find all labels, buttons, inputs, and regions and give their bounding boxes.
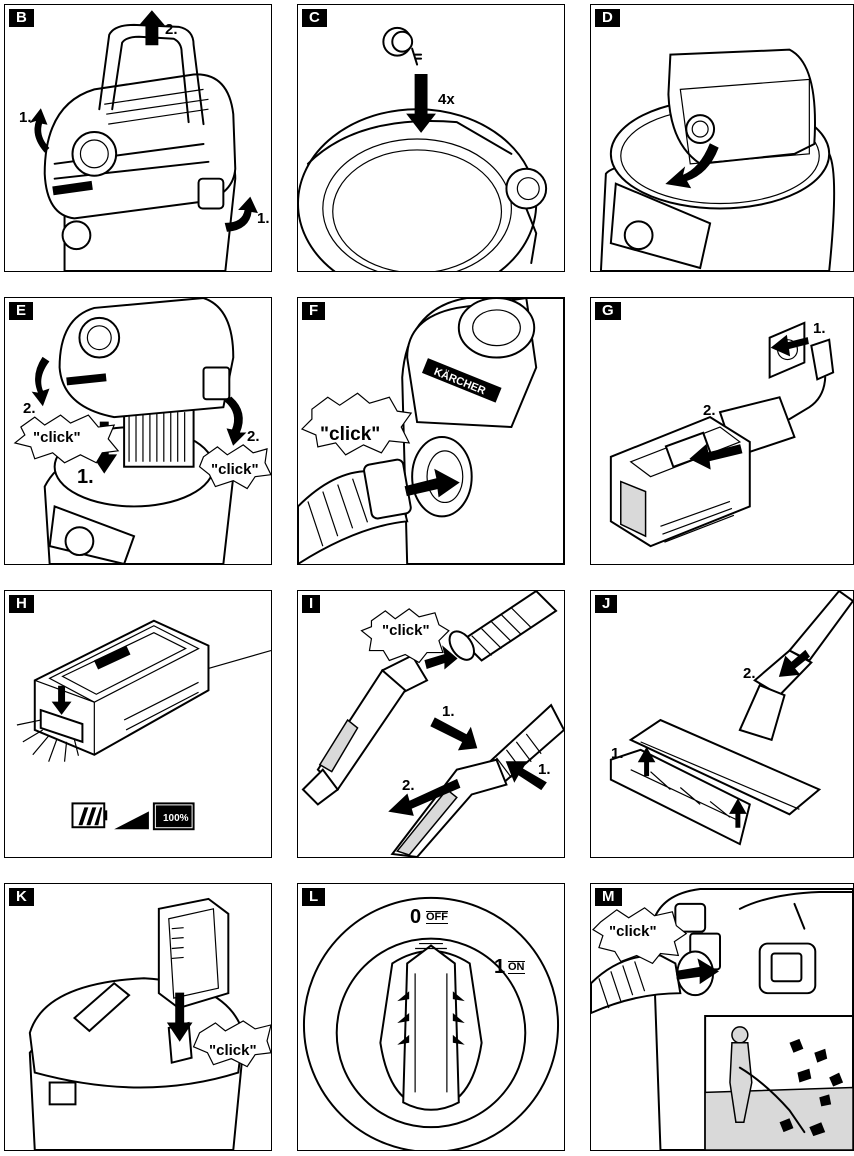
- filter-head-attach-illustration: [13, 298, 271, 564]
- panel-label: H: [9, 595, 34, 613]
- repeat-count-label: 4x: [438, 91, 455, 108]
- step-1-label: 1.: [611, 745, 624, 762]
- panel-b: B 1. 2. 1.: [4, 4, 272, 272]
- click-left-label: "click": [33, 429, 81, 446]
- step-2-label: 2.: [703, 402, 716, 419]
- step-1-upper-label: 1.: [442, 703, 455, 720]
- battery-status-illustration: [16, 619, 271, 831]
- switch-on-text: ON: [508, 961, 525, 974]
- panel-f: F KÄRCHER "click": [297, 297, 565, 565]
- step-2-left-label: 2.: [23, 400, 36, 417]
- panel-label: L: [302, 888, 326, 906]
- step-1-left-label: 1.: [19, 109, 32, 126]
- step-1-label: 1.: [813, 320, 826, 337]
- panel-label: M: [595, 888, 622, 906]
- battery-level-label: 100%: [163, 813, 189, 824]
- click-label: "click": [209, 1042, 257, 1059]
- switch-off-number: 0: [410, 906, 422, 928]
- panel-label: J: [595, 595, 618, 613]
- step-2-right-label: 2.: [247, 428, 260, 445]
- step-1-right-label: 1.: [257, 210, 270, 227]
- panel-m: M "click": [590, 883, 854, 1151]
- panel-label: E: [9, 302, 34, 320]
- step-2-label: 2.: [402, 777, 415, 794]
- panel-label: I: [302, 595, 321, 613]
- panel-k: K "click": [4, 883, 272, 1151]
- click-right-label: "click": [211, 461, 259, 478]
- panel-label: B: [9, 9, 34, 27]
- click-label: "click": [320, 424, 381, 445]
- power-switch-illustration: [303, 896, 559, 1150]
- panel-c: C 4x: [297, 4, 565, 272]
- hose-attach-and-usage-illustration: [591, 887, 853, 1150]
- switch-on-number: 1: [494, 956, 506, 978]
- panel-e: E 2. "click" 1. 2. "click": [4, 297, 272, 565]
- click-label: "click": [382, 622, 430, 639]
- panel-g: G 1. 2.: [590, 297, 854, 565]
- panel-l: L 0 OFF 1 ON: [297, 883, 565, 1151]
- panel-d: D: [590, 4, 854, 272]
- battery-insert-illustration: [28, 897, 271, 1150]
- float-valve-illustration: [298, 26, 548, 271]
- vacuum-lid-removal-illustration: [29, 10, 258, 271]
- panel-j: J 2. 1.: [590, 590, 854, 858]
- panel-label: C: [302, 9, 327, 27]
- step-1-label: 1.: [77, 466, 94, 488]
- switch-off-text: OFF: [426, 911, 448, 924]
- panel-label: F: [302, 302, 326, 320]
- step-2-label: 2.: [165, 21, 178, 38]
- battery-charging-illustration: [609, 321, 835, 548]
- filter-bag-insert-illustration: [599, 48, 836, 271]
- click-label: "click": [609, 923, 657, 940]
- panel-label: G: [595, 302, 621, 320]
- step-2-label: 2.: [743, 665, 756, 682]
- hose-connect-illustration: KÄRCHER: [298, 298, 564, 564]
- hose-handle-connect-illustration: [301, 591, 564, 857]
- floor-nozzle-illustration: [609, 591, 853, 846]
- panel-label: K: [9, 888, 34, 906]
- panel-i: I "click" 1. 1. 2.: [297, 590, 565, 858]
- step-1-right-label: 1.: [538, 761, 551, 778]
- panel-h: H 100%: [4, 590, 272, 858]
- panel-label: D: [595, 9, 620, 27]
